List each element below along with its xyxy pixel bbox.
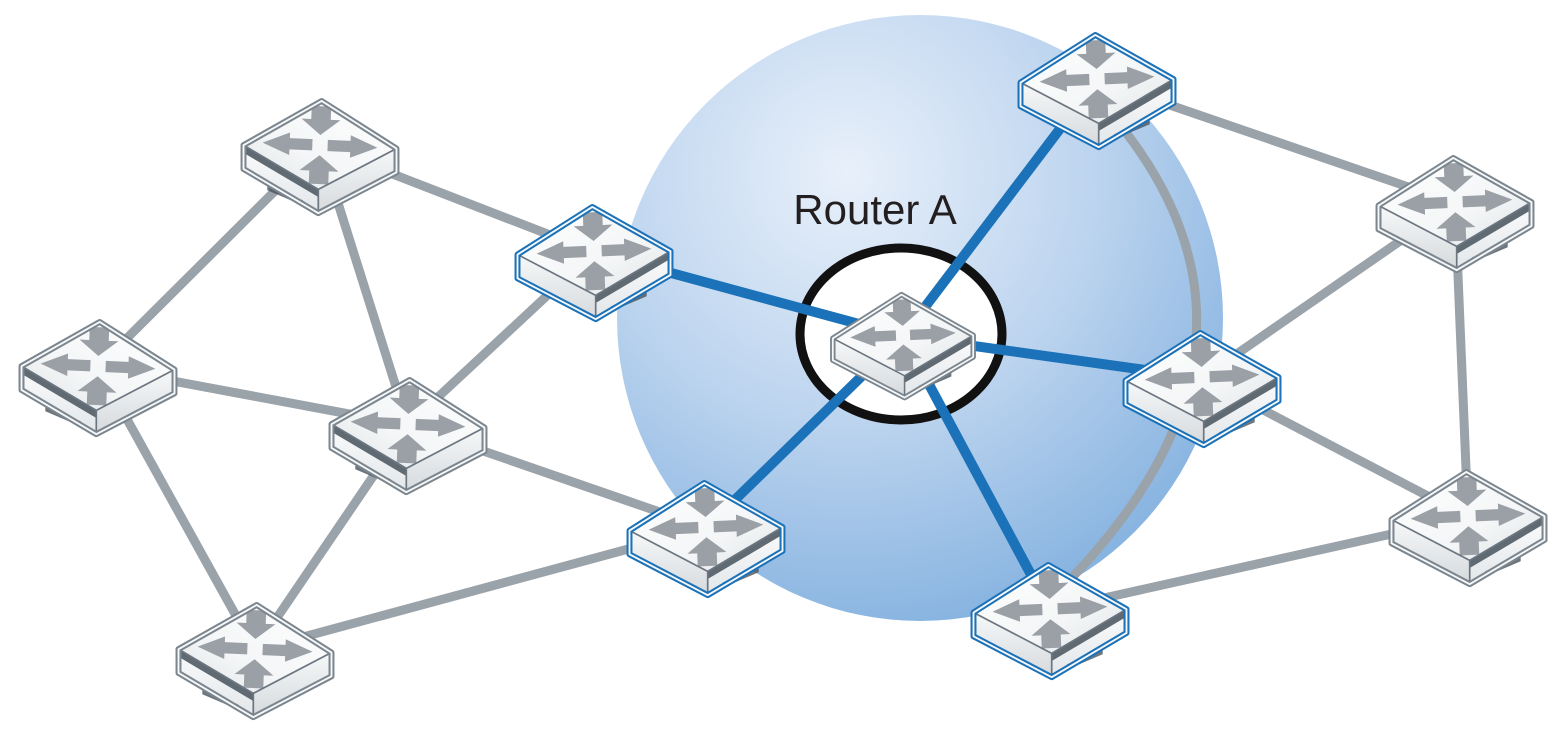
- router-right: [1122, 329, 1282, 449]
- router-upper-mid: [514, 203, 674, 323]
- router-left: [18, 318, 178, 438]
- router-bottom-right: [1388, 468, 1548, 588]
- router-lower-mid: [626, 479, 786, 599]
- router-top: [1017, 31, 1177, 151]
- router-mid-left: [328, 376, 488, 496]
- router-top-left: [240, 97, 400, 217]
- router-top-right: [1375, 154, 1535, 274]
- router-nodes-layer: [18, 31, 1548, 721]
- router-a-label: Router A: [793, 186, 956, 233]
- router-bottom-left: [175, 601, 335, 721]
- router-bottom-mid: [970, 561, 1130, 681]
- router-router-a: [830, 291, 976, 401]
